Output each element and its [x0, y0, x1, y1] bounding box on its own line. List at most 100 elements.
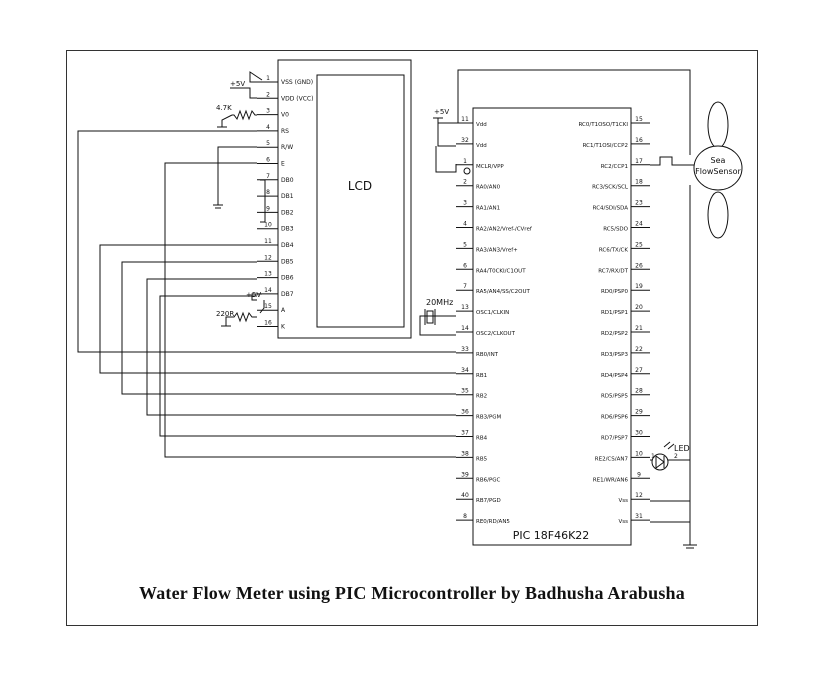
vcc-mcu-label: +5V	[434, 108, 449, 116]
wire-sensor-vcc	[457, 69, 691, 155]
mcu-pin-name: RD2/PSP2	[601, 331, 628, 337]
lcd-pin-number: 7	[266, 173, 270, 180]
diagram-frame	[66, 50, 758, 626]
mcu-pin-number: 16	[635, 137, 643, 144]
lcd-pin-number: 15	[264, 303, 272, 310]
lcd-pin: 15A	[257, 303, 286, 314]
mcu-pin-number: 15	[635, 116, 643, 123]
mcu-label: PIC 18F46K22	[513, 529, 590, 542]
mcu-pin-name: RD3/PSP3	[601, 352, 629, 358]
lcd-pin-name: DB3	[281, 226, 294, 233]
mcu-pin-number: 37	[461, 430, 469, 437]
mcu-pin-number: 28	[635, 388, 643, 395]
lcd-pin-name: DB5	[281, 258, 294, 265]
wire-db5-rb2	[121, 261, 456, 395]
mcu-pin-number: 31	[635, 513, 643, 520]
wire-e-rb5	[164, 162, 456, 458]
lcd-pin-number: 6	[266, 157, 270, 164]
mcu-pin-name: RD7/PSP7	[601, 436, 629, 442]
wire-rs-rb0	[77, 130, 456, 353]
mcu-pin-name: RB3/PGM	[476, 415, 502, 421]
lcd-pin-name: DB7	[281, 291, 294, 298]
lcd-pin-name: A	[281, 307, 286, 314]
mcu-pin-number: 19	[635, 283, 643, 290]
sensor-label-2: FlowSensor	[695, 167, 741, 176]
mcu-pin-number: 21	[635, 325, 643, 332]
lcd-pin-number: 5	[266, 140, 270, 147]
wire-osc2	[419, 315, 456, 336]
wire-db7-rb4	[159, 295, 456, 437]
mcu-pin-number: 12	[635, 492, 643, 499]
wire-db0-db3	[260, 179, 266, 223]
mcu-pin-name: Vdd	[476, 143, 487, 149]
led-body	[651, 453, 669, 471]
mcu-pin-name: RC3/SCK/SCL	[592, 185, 629, 191]
svg-text:2: 2	[674, 453, 678, 460]
mcu-pin-name: OSC2/CLKOUT	[476, 331, 516, 337]
backlight-res-label: 220R	[216, 310, 234, 318]
pot-label: 4.7K	[216, 104, 232, 112]
mcu-pin-number: 22	[635, 346, 643, 353]
mcu-pin-number: 5	[463, 241, 467, 248]
lcd-pin-name: DB2	[281, 209, 294, 216]
sensor-blade-bottom	[707, 191, 729, 239]
mcu-pin-name: RA3/AN3/Vref+	[476, 247, 518, 253]
lcd-pin-number: 2	[266, 91, 270, 98]
crystal	[426, 310, 434, 324]
mcu-pin-name: RD0/PSP0	[601, 289, 629, 295]
mcu-pin-number: 35	[461, 388, 469, 395]
mcu-pin-number: 14	[461, 325, 469, 332]
mcu-pin-number: 7	[463, 283, 467, 290]
lcd-pin-number: 4	[266, 124, 270, 131]
mcu-pin-number: 38	[461, 450, 469, 457]
mcu-pin-name: RE0/RD/AN5	[476, 519, 510, 525]
mcu-pin-number: 18	[635, 179, 643, 186]
pot-resistor	[232, 109, 257, 121]
sensor-blade-top	[707, 101, 729, 149]
lcd-pin-name: R/W	[281, 144, 293, 151]
backlight-resistor	[225, 311, 257, 326]
mcu-pin-number: 13	[461, 304, 469, 311]
wire-rc2-sensor	[650, 156, 695, 166]
mcu-pin-number: 4	[463, 221, 467, 228]
mcu-pin-name: RC1/T1OSI/CCP2	[583, 143, 628, 149]
sensor-body	[693, 145, 743, 191]
crystal-label: 20MHz	[426, 298, 453, 307]
mcu-pin-number: 6	[463, 262, 467, 269]
mcu-pin-name: RB2	[476, 394, 487, 400]
mcu-pin-number: 29	[635, 409, 643, 416]
mcu-pin-name: RE1/WR/AN6	[593, 477, 629, 483]
mcu-pin-number: 20	[635, 304, 643, 311]
mcu-pin-number: 2	[463, 179, 467, 186]
pic-microcontroller: PIC 18F46K22 11Vdd32Vdd1MCLR/VPP2RA0/AN0…	[456, 107, 650, 546]
mcu-pin-name: RD6/PSP6	[601, 415, 629, 421]
mcu-pin-number: 8	[463, 513, 467, 520]
